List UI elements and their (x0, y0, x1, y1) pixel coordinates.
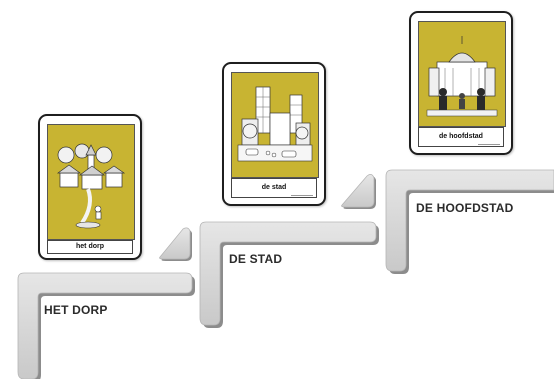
card-caption: het dorp (76, 243, 104, 250)
card-caption: de hoofdstad (439, 133, 483, 140)
card-illustration (418, 21, 506, 127)
card-de-hoofdstad: de hoofdstad (409, 11, 513, 155)
stair-step-1 (17, 227, 195, 379)
card-illustration (231, 72, 319, 178)
capital-icon (426, 36, 498, 117)
card-caption: de stad (261, 184, 287, 191)
stair-step-3 (385, 169, 554, 274)
step-label-de-stad: DE STAD (229, 252, 283, 266)
card-illustration (47, 124, 135, 240)
step-label-de-hoofdstad: DE HOOFDSTAD (416, 201, 514, 215)
card-caption-box: de stad (231, 178, 317, 198)
step-label-het-dorp: HET DORP (44, 303, 108, 317)
card-footnote-line (291, 195, 313, 196)
card-caption-box: de hoofdstad (418, 127, 504, 147)
card-caption-box: het dorp (47, 240, 133, 254)
stair-step-2 (199, 174, 379, 328)
card-de-stad: de stad (222, 62, 326, 206)
card-het-dorp: het dorp (38, 114, 142, 260)
card-footnote-line (478, 144, 500, 145)
city-icon (237, 86, 313, 162)
village-icon (56, 143, 126, 229)
